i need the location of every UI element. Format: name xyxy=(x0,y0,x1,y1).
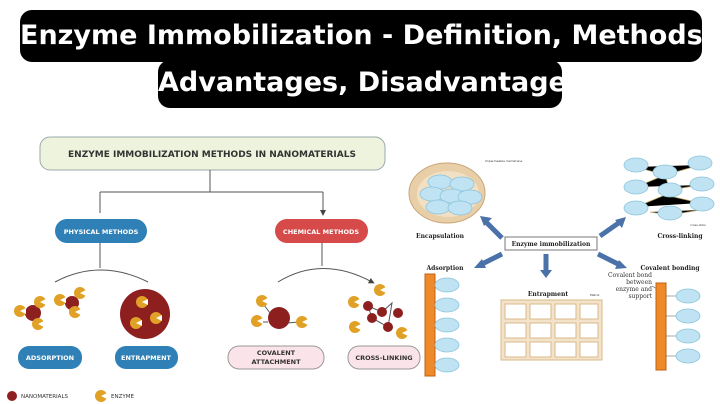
adsorption-label: ADSORPTION xyxy=(26,354,74,362)
crosslinking-right-label: Cross-linking xyxy=(657,233,703,240)
chemical-methods-label: CHEMICAL METHODS xyxy=(283,228,359,236)
enzyme-legend-icon xyxy=(95,390,107,402)
covalent-support xyxy=(655,282,667,371)
adsorption-right-label: Adsorption xyxy=(425,265,464,272)
chemical-methods-pill xyxy=(275,219,368,243)
physical-methods-pill xyxy=(55,219,147,243)
covalent-note: Covalent bond between enzyme and support xyxy=(608,272,652,300)
matrix-label: Matrix xyxy=(590,293,600,297)
entrapment-illustration xyxy=(120,289,170,339)
covalent-right-label: Covalent bonding xyxy=(640,265,700,272)
header-box xyxy=(39,136,386,171)
nanomaterial-legend-icon xyxy=(7,391,17,401)
title-line-2: Advantages, Disadvantages xyxy=(158,60,583,108)
adsorption-pill xyxy=(18,346,82,369)
covalent-label-2: ATTACHMENT xyxy=(251,358,301,366)
entrapment-pill xyxy=(115,346,178,369)
entrapment-label: ENTRAPMENT xyxy=(121,354,171,362)
covalent-illustration xyxy=(251,295,308,329)
covalent-pill xyxy=(227,345,325,370)
entrapment-right-label: Entrapment xyxy=(528,291,568,298)
crosslinking-pill xyxy=(347,345,421,370)
legend-nanomaterials: NANOMATERIALS xyxy=(21,394,69,400)
center-box xyxy=(504,236,598,251)
encapsulation-label: Encapsulation xyxy=(416,233,465,240)
adsorption-support xyxy=(424,273,436,377)
crosslinks-label: cross-links xyxy=(690,223,706,227)
right-diagram: Impermeable membrane Encapsulation Enzym… xyxy=(408,155,715,377)
legend-enzyme: ENZYME xyxy=(111,394,134,400)
membrane-label: Impermeable membrane xyxy=(485,159,522,163)
physical-methods-label: PHYSICAL METHODS xyxy=(64,228,139,236)
title-line-1: Enzyme Immobilization - Definition, Meth… xyxy=(20,10,713,62)
crosslinking-illustration xyxy=(348,284,408,339)
covalent-label-1: COVALENT xyxy=(257,349,296,357)
adsorption-illustration xyxy=(14,287,86,330)
crosslinking-label: CROSS-LINKING xyxy=(355,354,412,362)
center-label: Enzyme immobilization xyxy=(512,241,591,248)
header-text: ENZYME IMMOBILIZATION METHODS IN NANOMAT… xyxy=(68,150,356,160)
left-diagram: ENZYME IMMOBILIZATION METHODS IN NANOMAT… xyxy=(7,136,421,402)
